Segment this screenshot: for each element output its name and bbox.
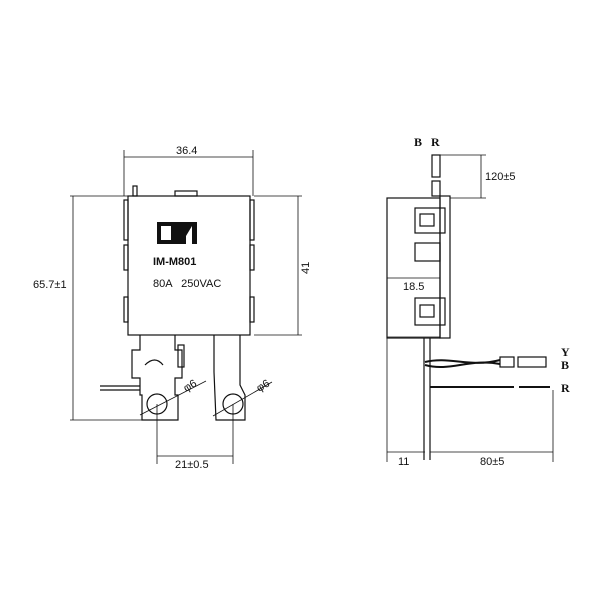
total-height-dim: 65.7±1	[33, 279, 67, 291]
wire-label-r-top: R	[431, 135, 440, 149]
spacing-dim: 21±0.5	[175, 459, 209, 471]
wire-connector	[499, 356, 515, 368]
offset-dim: 11	[398, 456, 409, 468]
top-connector	[431, 154, 441, 178]
left-terminal	[131, 335, 183, 421]
hole-dim-right: φ6	[255, 378, 272, 395]
right-terminal	[213, 335, 246, 421]
depth-dim: 18.5	[403, 281, 424, 293]
front-view: IM-M801 80A 250VAC φ6 φ6 36.4 65.7±1 41 …	[33, 145, 312, 471]
twisted-wire	[424, 359, 501, 369]
width-dim: 36.4	[176, 145, 197, 157]
body-height-dim: 41	[300, 262, 312, 274]
wire-label-b: B	[561, 358, 569, 372]
wire-top-dim: 120±5	[485, 171, 516, 183]
side-view: B R 120±5 18.5 Y B R 11 80±5	[386, 135, 570, 468]
wire-label-b-top: B	[414, 135, 422, 149]
logo-icon	[157, 222, 197, 244]
hole-dim-left: φ6	[182, 378, 199, 395]
model-label: IM-M801	[153, 256, 196, 268]
wire-label-y: Y	[561, 345, 570, 359]
wire-label-r: R	[561, 381, 570, 395]
rating-label: 80A 250VAC	[153, 278, 221, 290]
wire-length-dim: 80±5	[480, 456, 504, 468]
